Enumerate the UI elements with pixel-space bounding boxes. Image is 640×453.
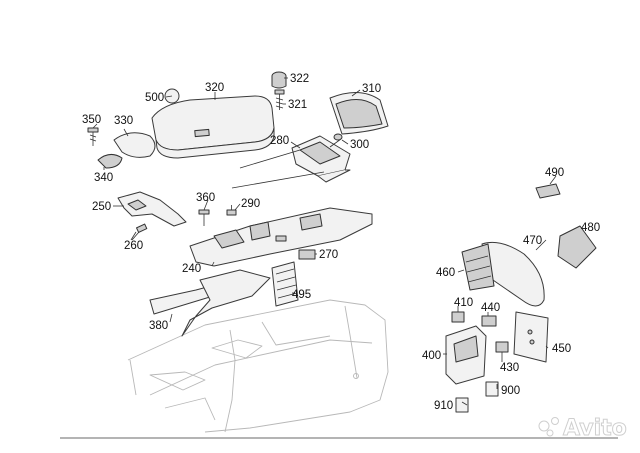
button-490[interactable] [535,183,561,199]
callout-500: 500 [145,92,164,104]
callout-250: 250 [92,201,111,213]
part-410[interactable] [451,311,465,323]
part-910[interactable] [455,397,469,413]
callout-322: 322 [290,73,309,85]
callout-400: 400 [422,350,441,362]
callout-470: 470 [523,235,542,247]
callout-360: 360 [196,192,215,204]
callout-310: 310 [362,83,381,95]
callout-340: 340 [94,172,113,184]
bracket-250[interactable] [117,191,187,227]
callout-320: 320 [205,82,224,94]
bolt-290[interactable] [226,205,237,216]
part-440[interactable] [481,315,497,327]
callout-270: 270 [319,249,338,261]
switch-270[interactable] [298,249,316,260]
watermark-text: Avito [563,416,627,441]
callout-480: 480 [581,222,600,234]
callout-495: 495 [292,289,311,301]
screw-260[interactable] [131,223,148,241]
callout-330: 330 [114,115,133,127]
part-430[interactable] [495,341,509,353]
screw-321[interactable] [274,89,285,110]
callout-490: 490 [545,167,564,179]
callout-450: 450 [552,343,571,355]
console-body-outline [127,299,389,433]
panel-470[interactable] [481,241,545,307]
screw-300[interactable] [329,133,343,148]
callout-410: 410 [454,297,473,309]
cover-330[interactable] [113,132,156,158]
callout-280: 280 [270,135,289,147]
part-900[interactable] [485,381,499,397]
callout-350: 350 [82,114,101,126]
pad-480[interactable] [557,225,597,269]
screw-360[interactable] [198,209,210,226]
callout-910: 910 [434,400,453,412]
callouts: 500 320 322 321 310 350 330 280 300 340 … [82,73,600,412]
callout-460: 460 [436,267,455,279]
housing-400[interactable] [445,325,487,385]
callout-440: 440 [481,302,500,314]
vent-460[interactable] [461,243,495,291]
part-340[interactable] [97,154,123,169]
console-tray-240[interactable] [189,207,373,267]
armrest-lid-320[interactable] [151,95,275,159]
callout-240: 240 [182,263,201,275]
callout-380: 380 [149,320,168,332]
knob-322[interactable] [271,71,287,89]
callout-260: 260 [124,240,143,252]
vent-grille-495[interactable] [271,261,299,307]
callout-300: 300 [350,139,369,151]
callout-321: 321 [288,99,307,111]
trim-380[interactable] [149,269,271,337]
avito-watermark: Avito [538,416,627,442]
leader-lines [92,77,557,406]
screw-350[interactable] [87,127,99,146]
callout-900: 900 [501,385,520,397]
callout-290: 290 [241,198,260,210]
mechanism-280[interactable] [231,135,351,189]
cover-310[interactable] [329,92,389,135]
bezel-450[interactable] [513,311,549,363]
callout-430: 430 [500,362,519,374]
